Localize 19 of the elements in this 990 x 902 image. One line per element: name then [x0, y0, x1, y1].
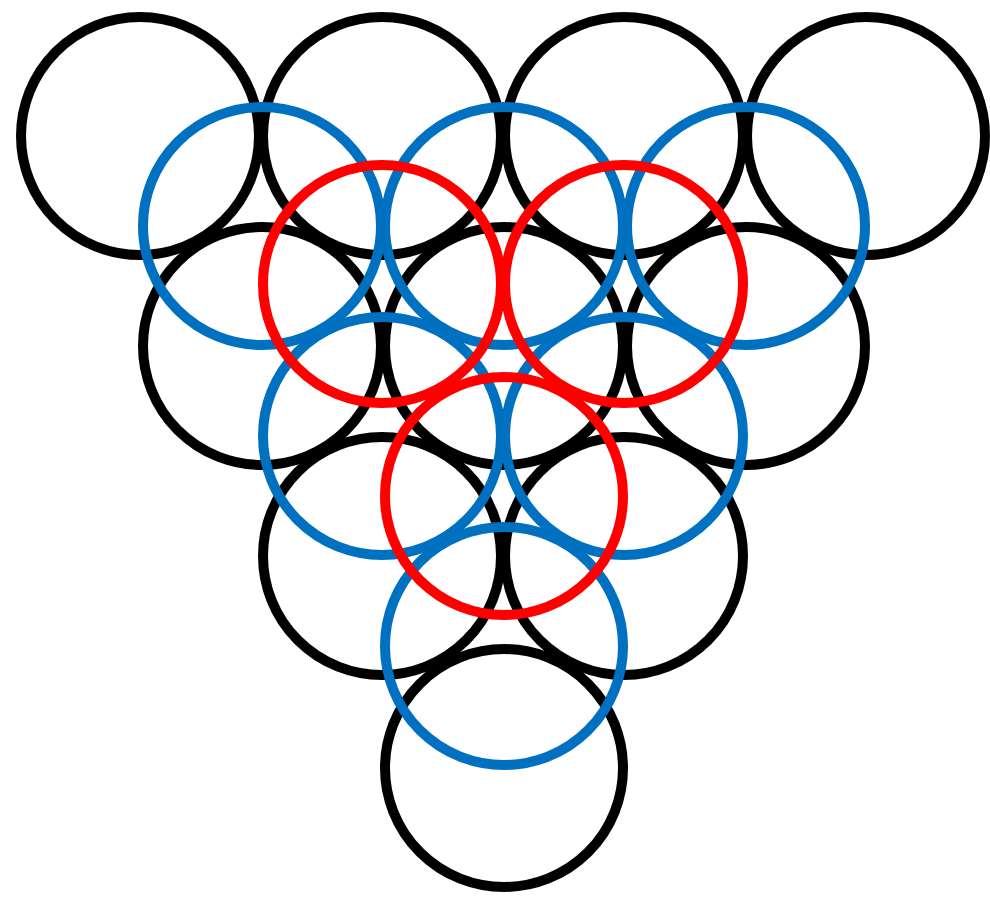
- circle-outline: [742, 12, 990, 260]
- circle-outline: [258, 432, 506, 680]
- circle-outline: [258, 12, 506, 260]
- circle-outline: [380, 644, 628, 892]
- circle-outline: [138, 102, 386, 350]
- circle-outline: [138, 222, 386, 470]
- circle-outline: [622, 222, 870, 470]
- circle-outline: [500, 312, 748, 560]
- circle-outline: [380, 102, 628, 350]
- circle-outline: [258, 160, 506, 408]
- circle-outline: [500, 12, 748, 260]
- circle-outline: [16, 12, 264, 260]
- circle-outline: [258, 312, 506, 560]
- circle-outline: [622, 102, 870, 350]
- circle-outline: [380, 522, 628, 770]
- circle-outline: [500, 160, 748, 408]
- circle-outline: [380, 222, 628, 470]
- circle-outline: [500, 432, 748, 680]
- circle-outline: [380, 372, 628, 620]
